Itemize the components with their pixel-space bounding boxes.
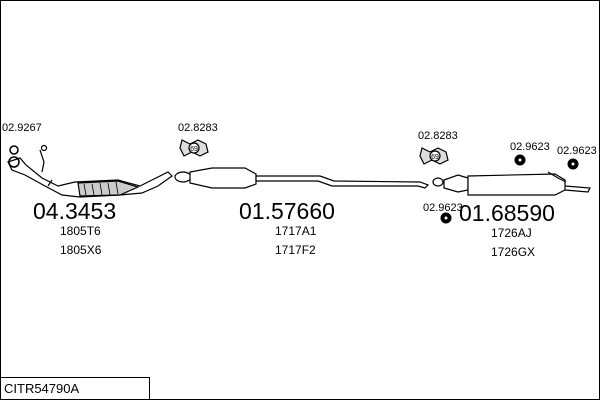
gasket-icon[interactable]: 69 — [179, 139, 209, 157]
rubber-mount-icon[interactable] — [440, 212, 452, 224]
reference-code: 1726GX — [491, 245, 535, 259]
rear-silencer-section[interactable] — [432, 171, 591, 196]
part-number: 01.57660 — [239, 198, 335, 224]
intermediate-pipe-section[interactable] — [174, 167, 430, 189]
gasket-icon[interactable]: 69 — [419, 147, 449, 165]
part-number: 04.3453 — [33, 198, 116, 224]
catalytic-converter-section[interactable] — [7, 144, 173, 198]
fitting-code: 02.9623 — [423, 202, 463, 214]
reference-code: 1726AJ — [491, 226, 532, 240]
fitting-code: 02.9267 — [2, 122, 42, 134]
vehicle-code-box: CITR54790A — [0, 377, 150, 399]
rubber-mount-icon[interactable] — [514, 154, 526, 166]
fitting-code: 02.9623 — [510, 141, 550, 153]
reference-code: 1805X6 — [60, 243, 102, 257]
reference-code: 1717A1 — [275, 224, 317, 238]
fitting-code: 02.8283 — [418, 130, 458, 142]
vehicle-code: CITR54790A — [4, 381, 80, 396]
reference-code: 1717F2 — [275, 243, 316, 257]
gasket-badge: 69 — [431, 154, 439, 161]
gasket-badge: 69 — [190, 146, 198, 153]
reference-code: 1805T6 — [60, 224, 101, 238]
fitting-code: 02.8283 — [178, 122, 218, 134]
fitting-code: 02.9623 — [557, 145, 597, 157]
rubber-mount-icon[interactable] — [567, 158, 579, 170]
clamp-icon[interactable] — [8, 145, 20, 168]
part-number: 01.68590 — [459, 200, 555, 226]
